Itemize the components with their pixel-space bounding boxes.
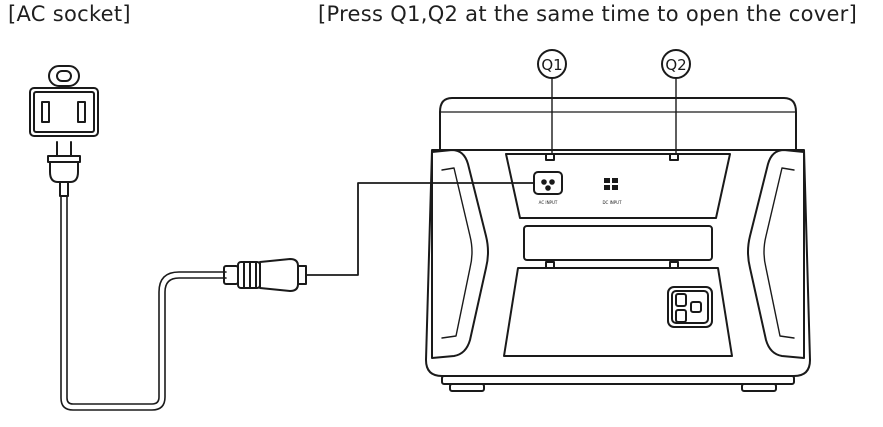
dc-input-label: DC INPUT (602, 200, 622, 205)
ac-socket-label: [AC socket] (8, 2, 131, 26)
power-cord (60, 195, 227, 411)
q1-label: Q1 (541, 56, 562, 74)
callout-q2 (661, 49, 691, 155)
connection-wire (305, 182, 535, 276)
wall-plug (47, 141, 81, 197)
ac-input-label: AC INPUT (539, 200, 558, 205)
q2-label: Q2 (665, 56, 686, 74)
dc-input-port (604, 178, 618, 190)
wall-socket (29, 65, 99, 137)
ac-outlet (667, 286, 713, 328)
callout-q1 (537, 49, 567, 155)
iec-connector (223, 258, 307, 292)
ac-input-port (533, 171, 563, 195)
instruction-label: [Press Q1,Q2 at the same time to open th… (318, 2, 858, 26)
power-station (425, 97, 811, 392)
